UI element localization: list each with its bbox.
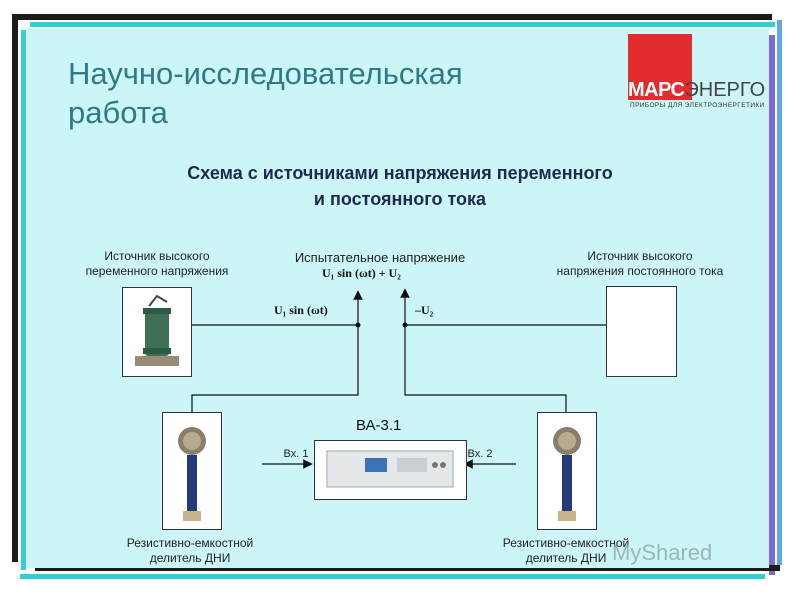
frame-bar-left-dark <box>12 14 18 562</box>
frame-bar-left-cyan <box>21 30 26 570</box>
junction-dot-left <box>355 322 361 328</box>
right-divider-label: Резистивно-емкостной делитель ДНИ <box>502 536 630 565</box>
test-voltage-label: Испытательное напряжение <box>294 250 466 265</box>
ac-source-label: Источник высокого переменного напряжения <box>85 249 229 278</box>
ac-signal-label: U₁ sin (ωt) <box>274 303 328 317</box>
diagram-subtitle: Схема с источниками напряжения переменно… <box>187 163 613 209</box>
slide-title: Научно-исследовательская работа <box>68 56 463 130</box>
transformer-icon <box>135 294 179 366</box>
left-divider-box <box>162 412 222 530</box>
frame-bar-right-purple <box>769 35 775 575</box>
logo-wordmark: МАРСЭНЕРГО <box>628 79 766 101</box>
device-box <box>314 440 467 500</box>
dc-signal-label: –U₂ <box>415 303 434 317</box>
input2-label: Вх. 2 <box>467 448 493 460</box>
logo-tagline: ПРИБОРЫ ДЛЯ ЭЛЕКТРОЭНЕРГЕТИКИ <box>630 102 765 109</box>
device-icon <box>326 450 454 488</box>
input1-label: Вх. 1 <box>283 448 309 460</box>
frame-bar-top-dark <box>12 14 772 20</box>
dc-source-label: Источник высокого напряжения постоянного… <box>556 249 724 278</box>
frame-bar-bottom-dark <box>35 565 780 571</box>
frame-bar-top-cyan <box>30 22 775 27</box>
logo-red-square <box>628 34 692 100</box>
dc-source-box <box>606 286 677 377</box>
right-divider-box <box>537 412 597 530</box>
wire-right-riser <box>404 325 567 412</box>
watermark: MyShared <box>612 540 713 565</box>
frame-bar-right-blue <box>777 20 782 565</box>
wire-left-riser <box>191 325 359 412</box>
divider-icon <box>553 427 581 521</box>
device-name: ВА-3.1 <box>356 417 402 434</box>
frame-bar-bottom-cyan <box>20 574 765 579</box>
test-voltage-formula: U₁ sin (ωt) + U₂ <box>322 266 401 280</box>
junction-dot-right <box>402 322 408 328</box>
left-divider-label: Резистивно-емкостной делитель ДНИ <box>126 536 254 565</box>
ac-source-box <box>122 287 192 377</box>
divider-icon <box>178 427 206 521</box>
